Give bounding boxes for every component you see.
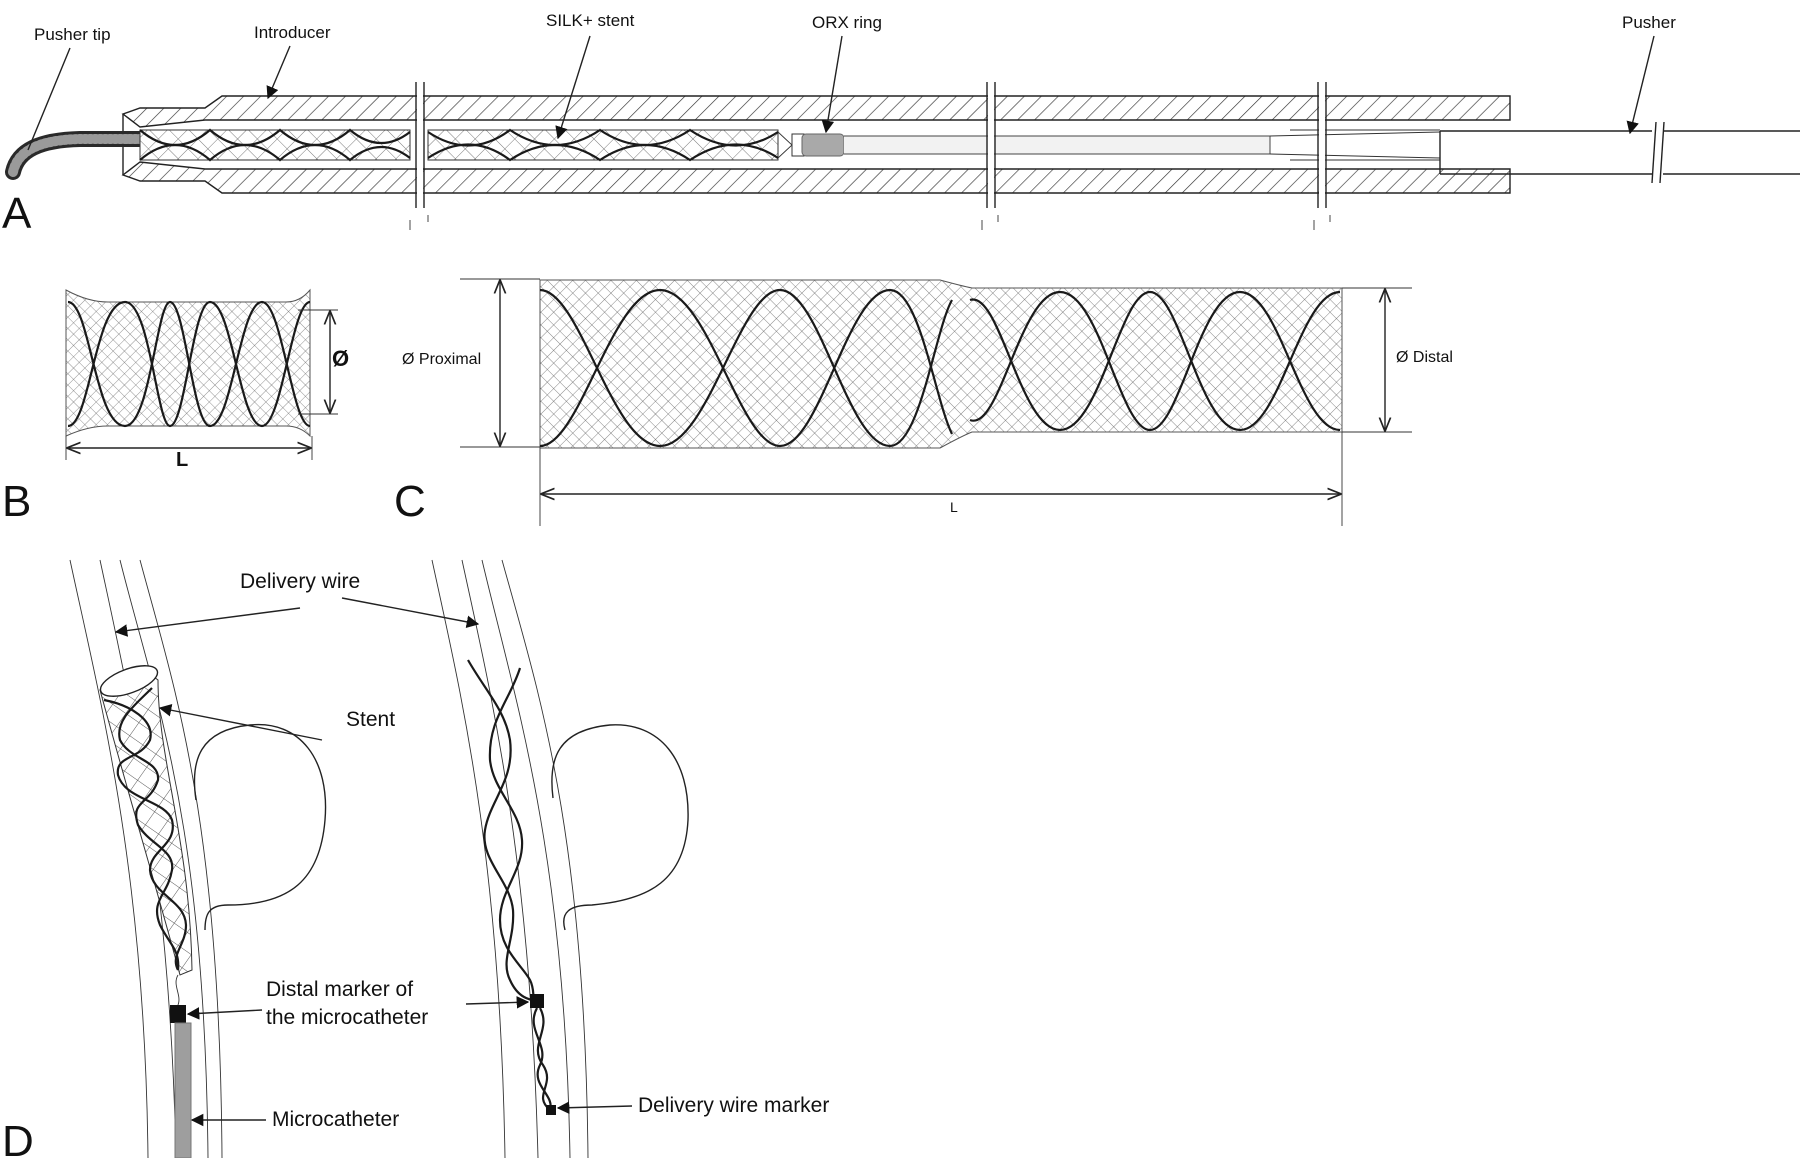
label-c-proximal: Ø Proximal: [402, 351, 481, 368]
vessel-right: [431, 559, 689, 1158]
delivery-wire-marker-block: [546, 1105, 556, 1115]
label-orx-ring: ORX ring: [812, 13, 882, 32]
orx-ring-assembly: [791, 131, 1441, 159]
introducer-tube: [121, 95, 1511, 194]
break-marks: [409, 82, 1331, 230]
label-delivery-wire-marker: Delivery wire marker: [638, 1094, 829, 1117]
stent-right: [467, 659, 556, 1115]
label-distal-marker-2: the microcatheter: [266, 1006, 428, 1029]
label-pusher: Pusher: [1622, 13, 1676, 32]
label-silk-stent: SILK+ stent: [546, 11, 635, 30]
leader-pusher-tip: [27, 47, 71, 151]
leader-distal-marker-right: [465, 996, 530, 1009]
panel-a: Pusher tip Introducer SILK+ stent ORX ri…: [2, 11, 1800, 238]
label-stent: Stent: [346, 708, 395, 731]
panel-letter-d: D: [2, 1117, 34, 1158]
panel-letter-b: B: [2, 477, 31, 526]
label-c-distal: Ø Distal: [1396, 349, 1453, 366]
label-b-length: L: [176, 449, 188, 471]
leader-silk-stent: [555, 35, 591, 140]
label-distal-marker-1: Distal marker of: [266, 978, 413, 1001]
vessel-left: [69, 559, 327, 1158]
leader-delivery-wire-right: [341, 597, 480, 629]
label-delivery-wire: Delivery wire: [240, 570, 360, 593]
stent-compressed: [139, 128, 793, 162]
pusher-rod: [1439, 121, 1800, 184]
panel-c: Ø Proximal Ø Distal L C: [394, 278, 1453, 526]
leader-distal-marker-left: [186, 1007, 263, 1020]
panel-letter-c: C: [394, 477, 426, 526]
leader-delivery-wire-left: [114, 607, 301, 637]
leader-stent: [158, 704, 323, 741]
label-b-diameter: Ø: [332, 346, 349, 371]
pusher-tip-coil: [5, 131, 148, 180]
microcatheter: [174, 1022, 192, 1158]
label-introducer: Introducer: [254, 23, 331, 42]
leader-delivery-wire-marker: [556, 1101, 633, 1114]
label-microcatheter: Microcatheter: [272, 1108, 399, 1131]
stent-left: [99, 665, 193, 1158]
panel-b: Ø L B: [2, 288, 349, 526]
leader-introducer: [266, 45, 291, 100]
panel-d: Delivery wire Stent Distal marker of the…: [2, 559, 829, 1158]
right-distal-marker: [530, 994, 544, 1008]
panel-letter-a: A: [2, 189, 32, 238]
microcatheter-marker: [170, 1005, 186, 1023]
label-c-length: L: [950, 499, 958, 515]
leader-orx-ring: [821, 35, 843, 134]
stent-b: [65, 288, 311, 438]
stent-c: [539, 279, 1343, 449]
leader-pusher: [1626, 35, 1655, 135]
label-pusher-tip: Pusher tip: [34, 25, 111, 44]
